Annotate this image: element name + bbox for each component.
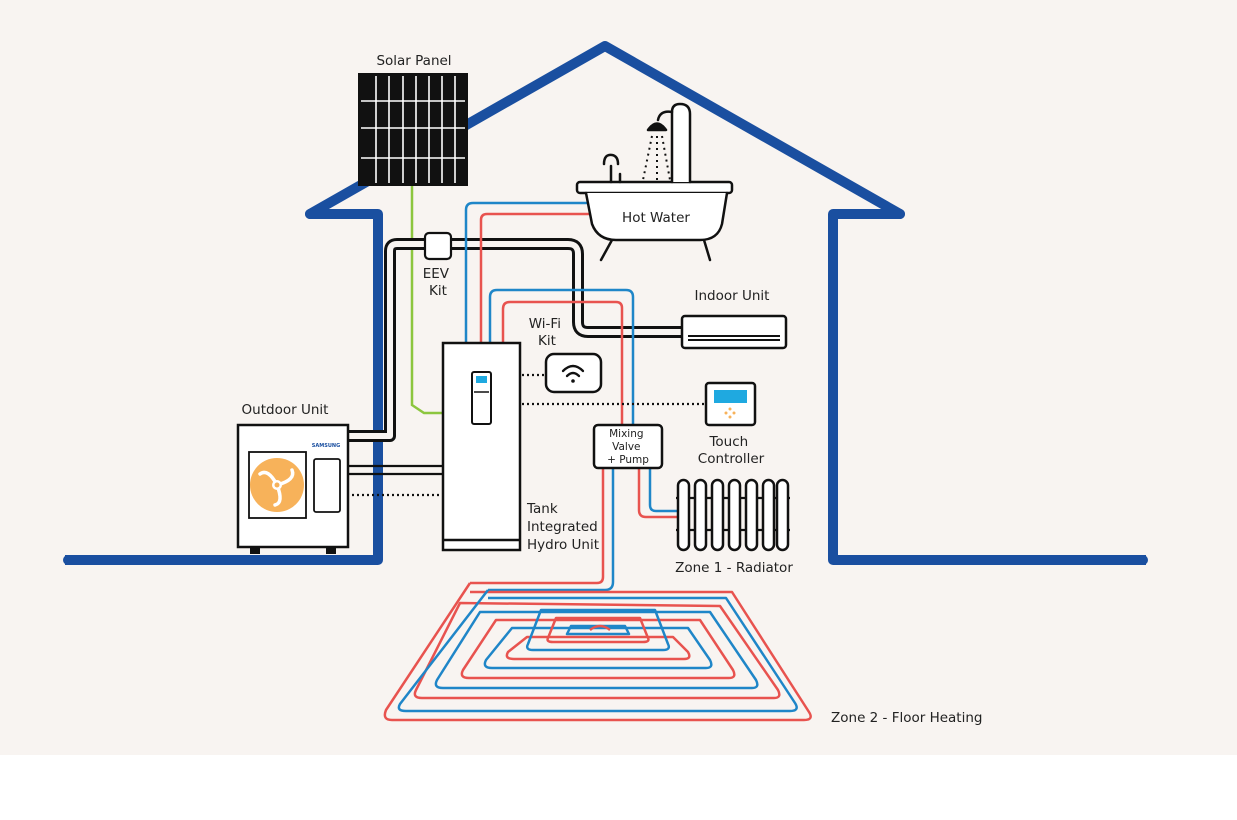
hot-water-supply-pipe bbox=[479, 212, 595, 344]
solar-panel-label: Solar Panel bbox=[376, 53, 451, 69]
tank-hydro-label: Tank Integrated Hydro Unit bbox=[526, 501, 602, 553]
touch-controller-icon bbox=[704, 381, 757, 427]
zone2-label: Zone 2 - Floor Heating bbox=[831, 710, 982, 726]
radiator-return-pipe bbox=[648, 468, 678, 513]
hot-water-label: Hot Water bbox=[622, 210, 690, 226]
eev-kit-icon bbox=[423, 231, 453, 261]
mixing-valve-label: Mixing Valve + Pump bbox=[607, 428, 649, 466]
hot-water-return-pipe bbox=[464, 201, 595, 344]
indoor-unit-icon bbox=[680, 314, 788, 350]
refrigerant-pipe bbox=[342, 238, 688, 442]
touch-controller-label: Touch Controller bbox=[698, 434, 765, 467]
outdoor-unit-icon bbox=[236, 423, 350, 554]
wifi-icon bbox=[544, 352, 603, 394]
tank-hydro-unit-icon bbox=[441, 341, 522, 552]
outdoor-unit-label: Outdoor Unit bbox=[242, 402, 329, 418]
mixing-valve-icon bbox=[592, 423, 664, 470]
ground-left-end bbox=[65, 555, 73, 565]
ground-right-end bbox=[1138, 555, 1146, 565]
solar-panel-icon bbox=[358, 73, 468, 186]
solar-connection-line bbox=[410, 186, 443, 415]
radiator-icon bbox=[676, 478, 790, 552]
heating-supply-pipe bbox=[501, 300, 624, 425]
outdoor-hydro-connections bbox=[348, 464, 443, 476]
eev-kit-label: EEV Kit bbox=[423, 266, 454, 299]
radiator-supply-pipe bbox=[637, 468, 678, 519]
outdoor-unit-brand: SAMSUNG bbox=[312, 443, 340, 449]
wifi-kit-label: Wi-Fi Kit bbox=[529, 316, 566, 349]
zone1-label: Zone 1 - Radiator bbox=[675, 560, 793, 576]
floor-feed-hot-pipe bbox=[470, 468, 605, 585]
shower-spray bbox=[642, 135, 671, 181]
floor-heating-coil bbox=[383, 582, 812, 722]
bathtub-icon bbox=[575, 102, 734, 262]
indoor-unit-label: Indoor Unit bbox=[695, 288, 770, 304]
floor-feed-cold-pipe bbox=[488, 468, 615, 592]
heating-return-pipe bbox=[488, 288, 635, 425]
